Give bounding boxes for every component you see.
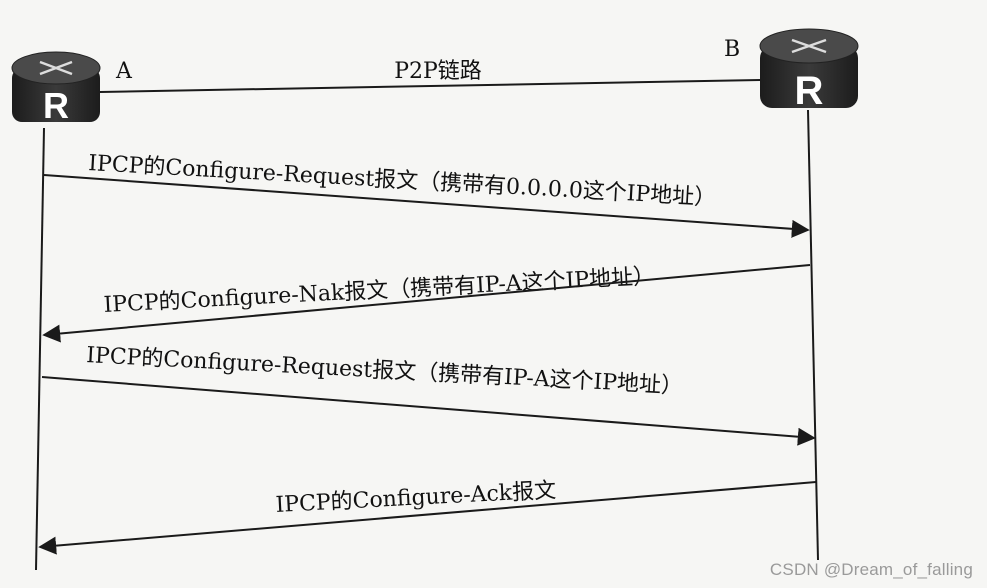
router-b-icon: R — [759, 28, 859, 113]
message-1-label: IPCP的Configure-Request报文（携带有0.0.0.0这个IP地… — [88, 151, 717, 211]
message-4-arrow — [38, 481, 817, 555]
lifeline-b — [807, 109, 819, 561]
csdn-watermark: CSDN @Dream_of_falling — [769, 560, 973, 579]
message-2-label: IPCP的Configure-Nak报文（携带有IP-A这个IP地址） — [103, 264, 656, 318]
router-b-glyph: R — [795, 69, 824, 113]
router-a-icon: R — [11, 51, 101, 126]
message-1-arrow — [43, 174, 810, 238]
router-a-glyph: R — [43, 85, 69, 126]
router-a-label: A — [115, 59, 133, 84]
lifeline-a — [35, 127, 45, 571]
message-3-arrow — [41, 376, 816, 446]
message-4-label: IPCP的Configure-Ack报文 — [275, 478, 557, 518]
message-2-arrow — [42, 264, 811, 343]
message-3-label: IPCP的Configure-Request报文（携带有IP-A这个IP地址） — [86, 343, 684, 399]
p2p-link-label: P2P链路 — [394, 59, 482, 84]
router-b-label: B — [724, 37, 740, 62]
p2p-link-line — [99, 79, 761, 93]
